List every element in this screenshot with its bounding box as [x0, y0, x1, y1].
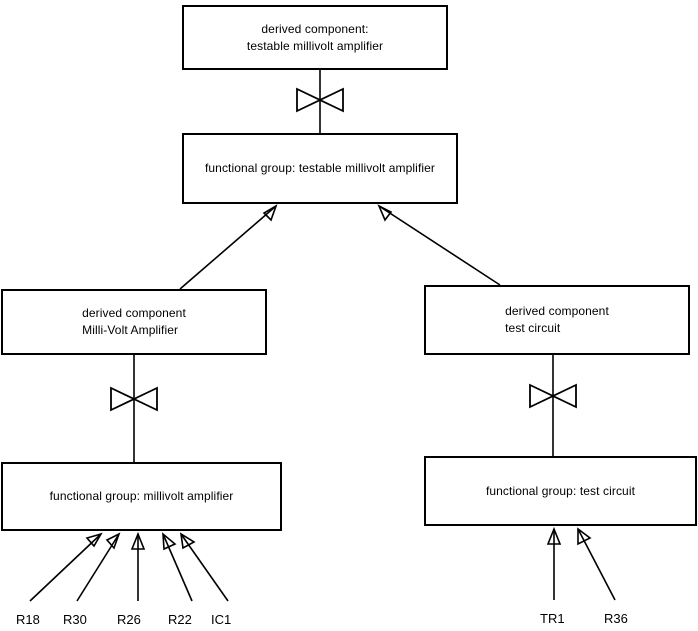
arrow-r30 — [76, 532, 121, 602]
node-label: derived component test circuit — [505, 303, 609, 337]
arrow-tr1 — [546, 526, 562, 600]
open-arrowhead-icon — [179, 532, 196, 550]
leaf-label-r36[interactable]: R36 — [604, 611, 628, 626]
node-label-line1: functional group: millivolt amplifier — [49, 489, 234, 503]
leaf-label-tr1[interactable]: TR1 — [540, 611, 565, 626]
node-label-line1: derived component — [505, 304, 609, 318]
node-label: functional group: test circuit — [486, 483, 635, 500]
node-derived-testable-millivolt-amplifier[interactable]: derived component: testable millivolt amp… — [182, 5, 448, 70]
open-arrowhead-icon — [162, 532, 177, 551]
node-label-line1: functional group: test circuit — [485, 483, 636, 498]
open-arrowhead-icon — [546, 526, 562, 545]
bowtie-link-left — [110, 355, 158, 462]
open-arrowhead-icon — [577, 527, 592, 546]
bowtie-icon-left-half — [529, 383, 556, 409]
node-label-line2: test circuit — [505, 321, 561, 335]
open-arrowhead-icon — [105, 532, 121, 550]
node-label-line1: derived component: — [261, 21, 369, 36]
leaf-label-ic1[interactable]: IC1 — [211, 612, 232, 627]
bowtie-link-top — [296, 70, 344, 133]
leaf-label-r30[interactable]: R30 — [63, 612, 87, 627]
node-label: derived component: testable millivolt amp… — [247, 21, 383, 55]
node-label-line1: functional group: testable millivolt amp… — [204, 161, 436, 175]
leaf-label-r22[interactable]: R22 — [168, 612, 192, 627]
arrow-mva-to-fg-testable — [179, 204, 278, 290]
node-fg-test-circuit[interactable]: functional group: test circuit — [424, 456, 697, 526]
arrow-r36 — [577, 527, 616, 601]
arrow-testcircuit-to-fg-testable — [377, 204, 501, 286]
node-fg-millivolt-amplifier[interactable]: functional group: millivolt amplifier — [1, 462, 282, 531]
open-arrowhead-icon — [377, 204, 393, 222]
node-derived-test-circuit[interactable]: derived component test circuit — [424, 285, 690, 355]
bowtie-icon-left-half — [110, 386, 137, 412]
bowtie-icon-left-half — [296, 87, 323, 113]
open-arrowhead-icon — [85, 532, 103, 548]
bowtie-icon-right-half — [317, 87, 344, 113]
open-arrowhead-icon — [262, 204, 278, 222]
node-label-line2: testable millivolt amplifier — [246, 38, 384, 53]
node-fg-testable-millivolt-amplifier[interactable]: functional group: testable millivolt amp… — [182, 133, 458, 204]
bowtie-link-right — [529, 355, 577, 456]
arrow-r18 — [29, 532, 103, 602]
leaf-label-r18[interactable]: R18 — [16, 612, 40, 627]
node-label-line1: derived component — [82, 306, 186, 320]
leaf-label-r26[interactable]: R26 — [117, 612, 141, 627]
bowtie-icon-right-half — [131, 386, 158, 412]
bowtie-icon-right-half — [550, 383, 577, 409]
open-arrowhead-icon — [130, 531, 146, 550]
arrow-ic1 — [179, 532, 229, 602]
arrow-r26 — [130, 531, 146, 601]
node-label: functional group: testable millivolt amp… — [205, 160, 435, 177]
node-label-line2: Milli-Volt Amplifier — [82, 323, 179, 337]
arrow-r22 — [162, 532, 193, 602]
node-label: functional group: millivolt amplifier — [50, 488, 234, 505]
